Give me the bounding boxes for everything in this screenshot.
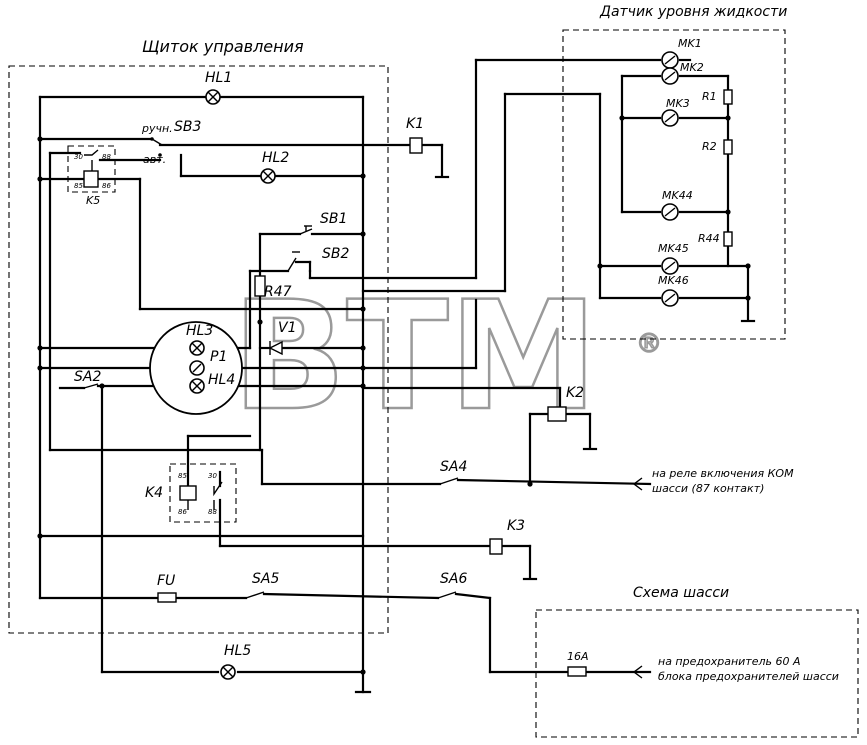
label-k4: K4 xyxy=(145,485,163,501)
relay-k5-icon xyxy=(83,149,99,188)
gauge-p1-icon xyxy=(189,360,205,376)
k4-pin-85: 85 xyxy=(178,472,187,480)
label-k2: K2 xyxy=(566,385,584,401)
label-k5: K5 xyxy=(86,194,100,207)
note-fuse-line2: блока предохранителей шасси xyxy=(658,670,839,683)
note-kom-line1: на реле включения КОМ xyxy=(652,467,794,480)
label-p1: P1 xyxy=(210,349,227,365)
label-sb3: SB3 xyxy=(174,119,201,135)
control-panel-title: Щиток управления xyxy=(142,37,304,56)
switch-sa6-icon xyxy=(437,591,457,599)
k4-pin-30: 30 xyxy=(208,472,217,480)
label-sb2: SB2 xyxy=(322,246,349,262)
label-sa2: SA2 xyxy=(74,369,101,385)
relay-k2-coil-icon xyxy=(547,406,567,422)
resistor-r47-icon xyxy=(254,275,266,297)
label-fu: FU xyxy=(157,573,175,589)
level-sensor-frame xyxy=(562,29,786,340)
label-r1: R1 xyxy=(702,90,717,103)
label-r44: R44 xyxy=(698,232,720,245)
switch-sa2-icon xyxy=(83,383,99,389)
k5-pin-85: 85 xyxy=(74,182,83,190)
resistor-r1-icon xyxy=(723,89,733,105)
k5-pin-88: 88 xyxy=(102,153,111,161)
fuse-fu-icon xyxy=(157,592,177,603)
k4-pin-86: 86 xyxy=(178,508,187,516)
switch-sb2-icon xyxy=(287,251,300,272)
fuse-16a-icon xyxy=(567,666,587,677)
label-mk3: MK3 xyxy=(666,97,690,110)
label-hl3: HL3 xyxy=(186,323,213,339)
k5-pin-86: 86 xyxy=(102,182,111,190)
label-v1: V1 xyxy=(278,320,296,336)
lamp-hl2-icon xyxy=(260,168,276,184)
label-mk46: MK46 xyxy=(658,274,689,287)
label-sb3-auto: авт. xyxy=(143,153,166,166)
electrode-mk1-icon xyxy=(661,51,679,69)
label-mk1: MK1 xyxy=(678,37,702,50)
k4-pin-88: 88 xyxy=(208,508,217,516)
lamp-hl4-icon xyxy=(189,378,205,394)
label-sa6: SA6 xyxy=(440,571,467,587)
label-mk44: MK44 xyxy=(662,189,693,202)
lamp-hl5-icon xyxy=(220,664,236,680)
label-mk45: MK45 xyxy=(658,242,689,255)
switch-sa5-icon xyxy=(245,591,265,599)
relay-k5-frame xyxy=(67,145,116,193)
label-k1: K1 xyxy=(406,116,424,132)
switch-sb1-icon xyxy=(299,225,313,235)
label-sa5: SA5 xyxy=(252,571,279,587)
k5-pin-30: 30 xyxy=(74,153,83,161)
electrode-mk44-icon xyxy=(661,203,679,221)
relay-k4-icon xyxy=(179,481,223,510)
resistor-r2-icon xyxy=(723,139,733,155)
electrode-mk46-icon xyxy=(661,289,679,307)
diode-v1-icon xyxy=(268,340,283,356)
control-panel-frame xyxy=(8,65,389,634)
wires xyxy=(38,58,756,694)
switch-sa4-icon xyxy=(439,477,459,485)
label-hl2: HL2 xyxy=(262,150,289,166)
label-mk2: MK2 xyxy=(680,61,704,74)
label-hl4: HL4 xyxy=(208,372,235,388)
chassis-title: Схема шасси xyxy=(633,585,729,601)
junctions xyxy=(37,115,751,675)
relay-k1-coil-icon xyxy=(409,137,423,154)
watermark-registered-mark: ® xyxy=(636,329,662,359)
note-fuse-line1: на предохранитель 60 А xyxy=(658,655,800,668)
switch-sb3-icon xyxy=(150,137,163,157)
electrode-mk3-icon xyxy=(661,109,679,127)
lamp-hl3-icon xyxy=(189,340,205,356)
label-sa4: SA4 xyxy=(440,459,467,475)
label-sb1: SB1 xyxy=(320,211,347,227)
label-r47: R47 xyxy=(264,284,292,300)
lamp-hl1-icon xyxy=(205,89,221,105)
note-kom-line2: шасси (87 контакт) xyxy=(652,482,764,495)
label-hl1: HL1 xyxy=(205,70,232,86)
electrode-mk45-icon xyxy=(661,257,679,275)
watermark: BTM ® xyxy=(231,269,663,446)
label-hl5: HL5 xyxy=(224,643,251,659)
chassis-frame xyxy=(535,609,859,738)
relay-k3-coil-icon xyxy=(489,538,503,555)
level-sensor-title: Датчик уровня жидкости xyxy=(599,4,787,20)
label-k3: K3 xyxy=(507,518,525,534)
relay-k4-frame xyxy=(169,463,237,523)
label-fuse-16a: 16A xyxy=(567,650,589,663)
watermark-text: BTM xyxy=(232,270,598,444)
label-sb3-manual: ручн. xyxy=(141,122,173,135)
label-r2: R2 xyxy=(702,140,717,153)
electrode-mk2-icon xyxy=(661,67,679,85)
resistor-r44-icon xyxy=(723,231,733,247)
